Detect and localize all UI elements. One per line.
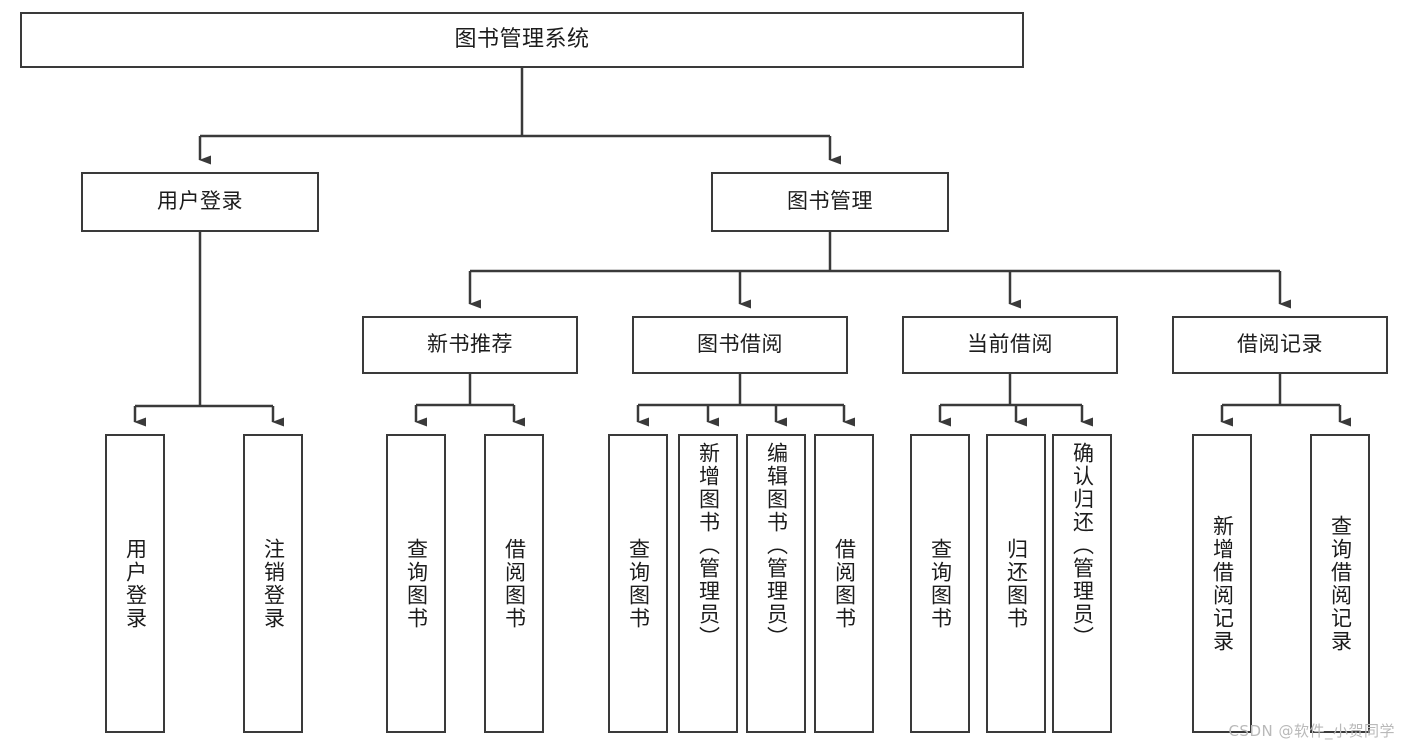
node-level2-book-management-label: 图书管理	[787, 189, 873, 214]
node-level3-new-book-recommend[interactable]: 新书推荐	[362, 316, 578, 374]
node-leaf-user-login[interactable]: 用户登录	[105, 434, 165, 733]
node-level2-book-management[interactable]: 图书管理	[711, 172, 949, 232]
node-leaf-borrow-book[interactable]: 借阅图书	[814, 434, 874, 733]
node-leaf-add-borrow-record-label: 新增借阅记录	[1210, 514, 1235, 653]
node-leaf-query-book-recommend-label: 查询图书	[404, 537, 429, 630]
node-leaf-add-borrow-record[interactable]: 新增借阅记录	[1192, 434, 1252, 733]
node-leaf-query-book-borrow-label: 查询图书	[626, 537, 651, 630]
csdn-watermark: CSDN @软件_小贺同学	[1228, 722, 1395, 740]
node-leaf-confirm-return-admin-label: 确认归还（管理员）	[1070, 442, 1095, 649]
node-level3-new-book-recommend-label: 新书推荐	[427, 332, 513, 357]
node-root[interactable]: 图书管理系统	[20, 12, 1024, 68]
node-level3-current-borrow[interactable]: 当前借阅	[902, 316, 1118, 374]
node-leaf-query-book-borrow[interactable]: 查询图书	[608, 434, 668, 733]
node-leaf-edit-book-admin-label: 编辑图书（管理员）	[764, 442, 789, 649]
node-leaf-borrow-book-recommend[interactable]: 借阅图书	[484, 434, 544, 733]
node-root-label: 图书管理系统	[454, 26, 590, 52]
node-level2-user-login[interactable]: 用户登录	[81, 172, 319, 232]
node-leaf-return-book-label: 归还图书	[1004, 537, 1029, 630]
node-leaf-return-book[interactable]: 归还图书	[986, 434, 1046, 733]
node-leaf-edit-book-admin[interactable]: 编辑图书（管理员）	[746, 434, 806, 733]
node-level3-book-borrow-label: 图书借阅	[697, 332, 783, 357]
node-level3-book-borrow[interactable]: 图书借阅	[632, 316, 848, 374]
node-leaf-logout-label: 注销登录	[261, 537, 286, 630]
node-leaf-borrow-book-label: 借阅图书	[832, 537, 857, 630]
node-leaf-logout[interactable]: 注销登录	[243, 434, 303, 733]
node-level3-borrow-records-label: 借阅记录	[1237, 332, 1323, 357]
node-leaf-query-book-current[interactable]: 查询图书	[910, 434, 970, 733]
node-leaf-borrow-book-recommend-label: 借阅图书	[502, 537, 527, 630]
node-leaf-query-book-current-label: 查询图书	[928, 537, 953, 630]
node-level2-user-login-label: 用户登录	[157, 189, 243, 214]
node-leaf-query-borrow-record[interactable]: 查询借阅记录	[1310, 434, 1370, 733]
node-leaf-add-book-admin-label: 新增图书（管理员）	[696, 442, 721, 649]
node-leaf-query-book-recommend[interactable]: 查询图书	[386, 434, 446, 733]
node-level3-current-borrow-label: 当前借阅	[967, 332, 1053, 357]
node-level3-borrow-records[interactable]: 借阅记录	[1172, 316, 1388, 374]
node-leaf-confirm-return-admin[interactable]: 确认归还（管理员）	[1052, 434, 1112, 733]
node-leaf-add-book-admin[interactable]: 新增图书（管理员）	[678, 434, 738, 733]
node-leaf-user-login-label: 用户登录	[123, 537, 148, 630]
node-leaf-query-borrow-record-label: 查询借阅记录	[1328, 514, 1353, 653]
